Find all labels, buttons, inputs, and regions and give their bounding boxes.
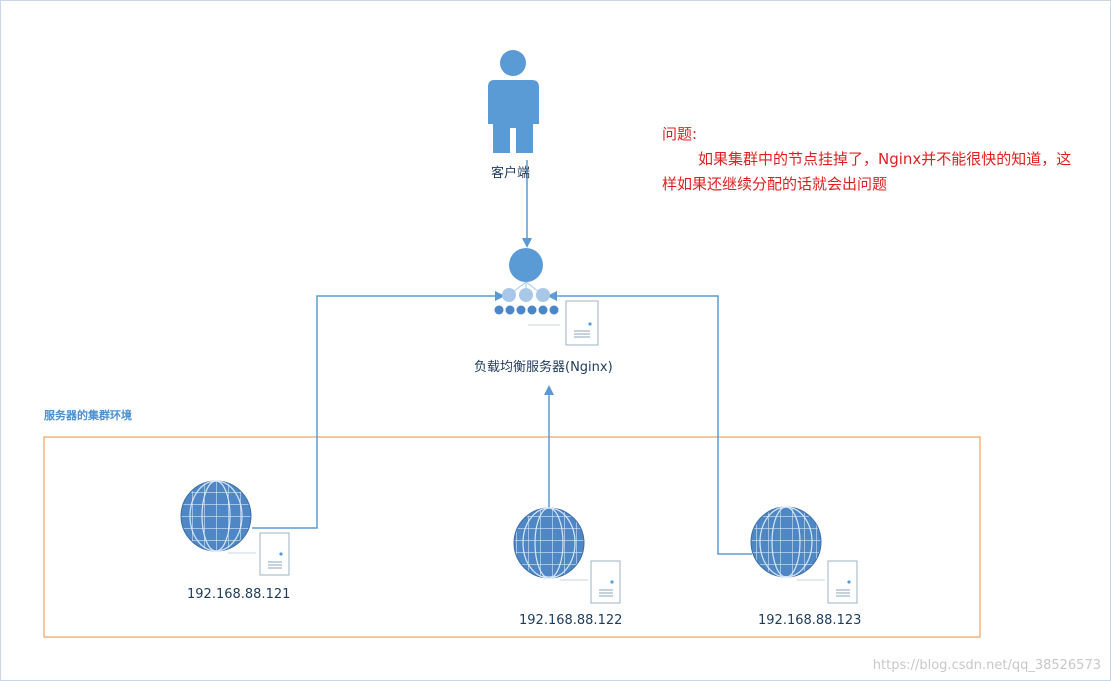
server-1-icon bbox=[259, 532, 290, 576]
client-label: 客户端 bbox=[491, 166, 531, 181]
cluster-boundary bbox=[43, 436, 981, 638]
client-person-icon bbox=[488, 50, 539, 153]
server-1-globe-icon bbox=[180, 480, 252, 552]
problem-note-heading: 问题: bbox=[662, 125, 698, 143]
load-balancer-icon bbox=[494, 248, 560, 326]
server-3-ip-label: 192.168.88.123 bbox=[758, 613, 862, 628]
server1-to-lb-arrow bbox=[252, 291, 505, 529]
problem-note-body: 如果集群中的节点挂掉了，Nginx并不能很快的知道，这样如果还继续分配的话就会出… bbox=[662, 150, 1072, 193]
server-2-globe-icon bbox=[513, 507, 585, 579]
lb-server-icon bbox=[565, 300, 599, 346]
server-1-ip-label: 192.168.88.121 bbox=[187, 587, 291, 602]
load-balancer-label: 负载均衡服务器(Nginx) bbox=[474, 360, 613, 375]
problem-note: 问题: 如果集群中的节点挂掉了，Nginx并不能很快的知道，这样如果还继续分配的… bbox=[662, 122, 1082, 197]
server-3-icon bbox=[827, 560, 858, 604]
server-3-globe-icon bbox=[750, 506, 822, 578]
cluster-title: 服务器的集群环境 bbox=[44, 409, 132, 422]
server3-to-lb-arrow bbox=[547, 291, 752, 555]
watermark: https://blog.csdn.net/qq_38526573 bbox=[872, 658, 1101, 673]
server-2-icon bbox=[590, 560, 621, 604]
server-2-ip-label: 192.168.88.122 bbox=[519, 613, 623, 628]
